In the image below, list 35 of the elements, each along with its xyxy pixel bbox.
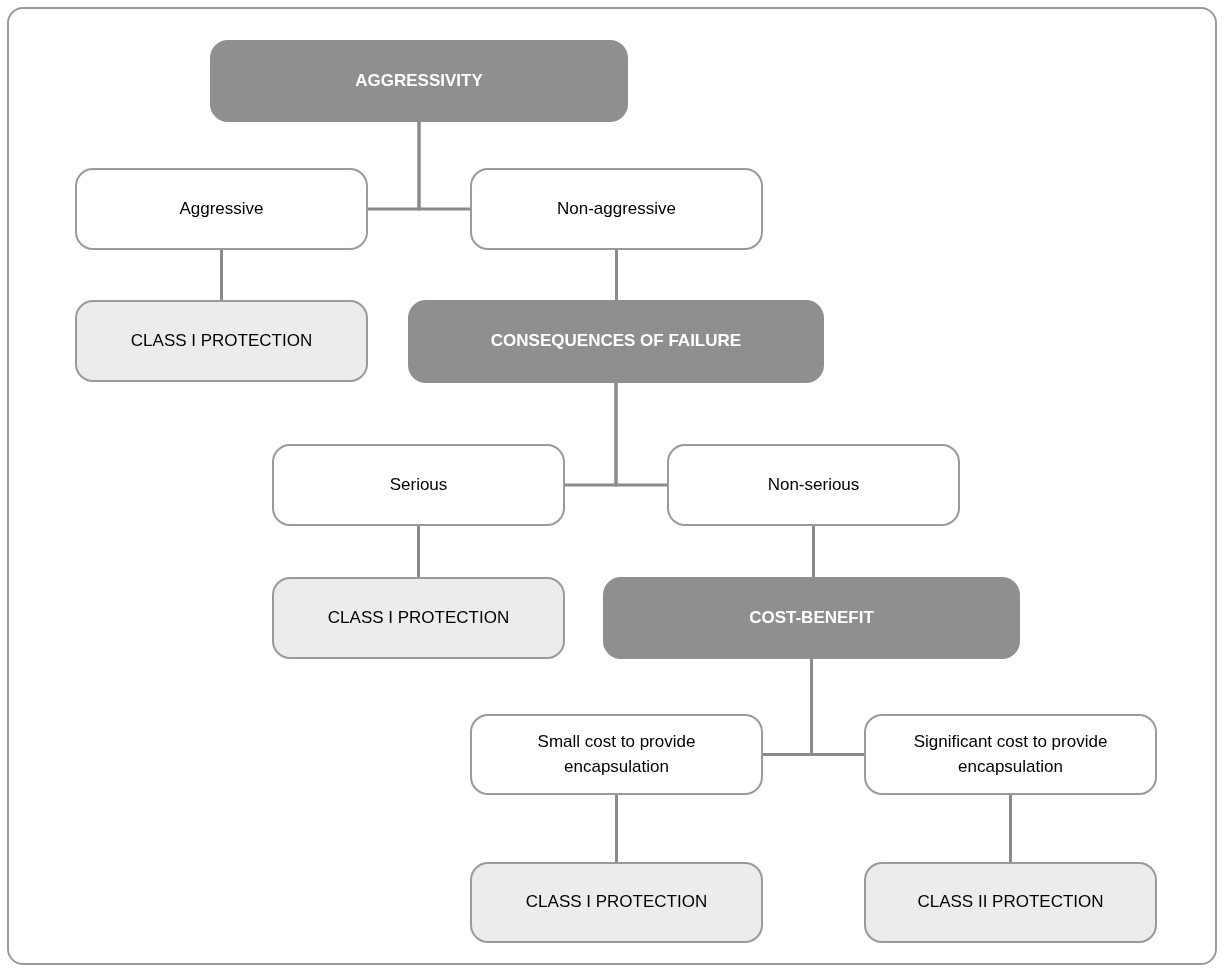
- box-label: CLASS I PROTECTION: [525, 891, 708, 914]
- result-box: [864, 862, 1157, 943]
- connector-line: [812, 526, 815, 577]
- box-label: COST-BENEFIT: [749, 606, 874, 629]
- box-label: Aggressive: [179, 197, 264, 220]
- option-box: [272, 444, 565, 526]
- connector-line: [615, 795, 618, 862]
- connector-line: [417, 122, 470, 211]
- connector-line: [614, 383, 667, 487]
- box-label: Small cost to provide encapsulation: [536, 730, 697, 778]
- connector-line: [417, 526, 420, 577]
- connector-line: [1009, 795, 1012, 862]
- category-box: [603, 577, 1020, 659]
- box-label: CLASS I PROTECTION: [130, 329, 313, 352]
- box-label: Significant cost to provide encapsulation: [912, 730, 1109, 778]
- box-label: CLASS I PROTECTION: [327, 606, 510, 629]
- box-label: Non-aggressive: [556, 197, 677, 220]
- option-box: [667, 444, 960, 526]
- option-box: [75, 168, 368, 250]
- box-label: Non-serious: [767, 473, 860, 496]
- category-box: [408, 300, 824, 383]
- connector-line: [810, 659, 864, 756]
- option-box: [864, 714, 1157, 795]
- option-box: [470, 168, 763, 250]
- box-label: CLASS II PROTECTION: [917, 891, 1104, 914]
- connector-line: [615, 250, 618, 300]
- box-label: AGGRESSIVITY: [355, 69, 483, 92]
- connector-line: [220, 250, 223, 300]
- box-label: CONSEQUENCES OF FAILURE: [490, 330, 742, 353]
- category-box: [210, 40, 628, 122]
- result-box: [470, 862, 763, 943]
- result-box: [75, 300, 368, 382]
- result-box: [272, 577, 565, 659]
- option-box: [470, 714, 763, 795]
- box-label: Serious: [389, 473, 448, 496]
